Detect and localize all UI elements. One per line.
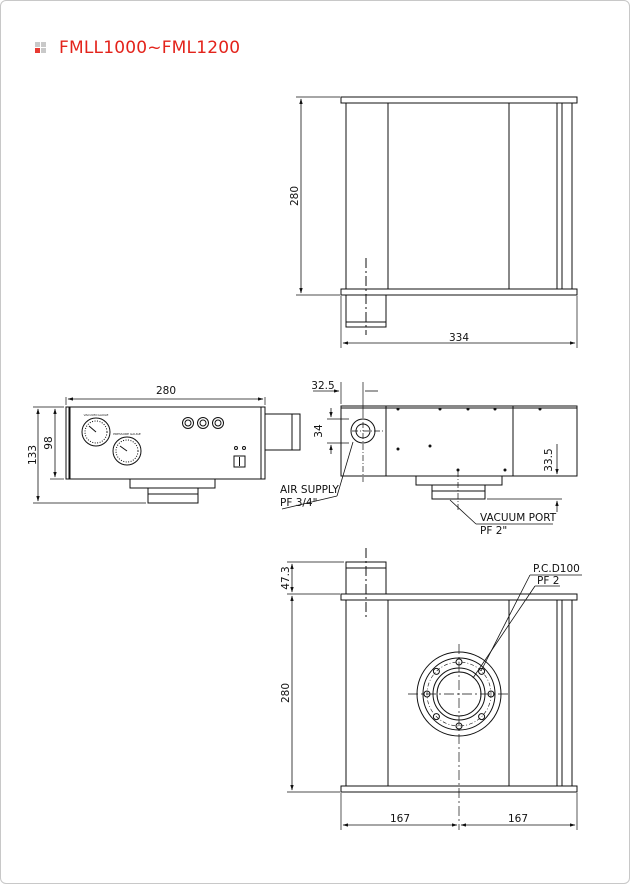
top-view-top-rail	[340, 96, 578, 104]
bottom-view-right-dim: 167	[508, 813, 528, 825]
bottom-view-height-dim: 280	[280, 683, 292, 703]
top-view-width-dim: 334	[449, 332, 469, 344]
front-view-base-flange	[129, 478, 216, 489]
top-view-bottom-rail	[340, 288, 578, 296]
top-view-body	[345, 102, 573, 290]
bottom-view-body	[345, 599, 573, 787]
side-view	[281, 382, 578, 525]
pressure-gauge-icon	[112, 436, 142, 466]
vacuum-gauge-label: VACUUM GAUGE	[84, 413, 109, 417]
air-supply-label: AIR SUPPLY	[280, 484, 339, 496]
air-supply-size: PF 3/4"	[280, 497, 317, 509]
vacuum-gauge-icon	[81, 417, 111, 447]
front-view-side-nozzle	[264, 413, 301, 451]
power-switch-icon	[233, 455, 246, 468]
regulator-knob-2-icon	[197, 417, 209, 429]
top-view-height-dim: 280	[289, 186, 301, 206]
side-view-port-dim: 34	[313, 424, 325, 438]
bottom-view-top-rail	[340, 593, 578, 601]
front-view-width-dim: 280	[156, 385, 176, 397]
side-view-base-flange	[415, 475, 503, 486]
side-view-base-dim: 33.5	[543, 448, 555, 471]
regulator-knob-3-icon	[212, 417, 224, 429]
pressure-gauge-label: PRESSURE GAUGE	[113, 432, 141, 436]
page-title: FMLL1000~FML1200	[59, 38, 241, 58]
pf-label: PF 2	[537, 575, 559, 587]
indicator-lamp-2-icon	[242, 446, 246, 450]
top-view	[296, 96, 578, 348]
bottom-view-left-dim: 167	[390, 813, 410, 825]
bottom-view-nozzle-dim: 47.3	[280, 566, 292, 589]
side-view-offset-dim: 32.5	[311, 380, 334, 392]
bottom-view	[287, 548, 582, 830]
pcd-label: P.C.D100	[533, 563, 580, 575]
front-view-outer-height-dim: 133	[27, 445, 39, 465]
title-bullet-icon	[35, 42, 47, 54]
vacuum-port-label: VACUUM PORT	[480, 512, 557, 524]
front-view	[33, 397, 301, 504]
vacuum-port-size: PF 2"	[480, 525, 507, 537]
regulator-knob-1-icon	[182, 417, 194, 429]
side-view-body	[340, 405, 578, 477]
indicator-lamp-1-icon	[234, 446, 238, 450]
front-view-inner-height-dim: 98	[43, 436, 55, 449]
